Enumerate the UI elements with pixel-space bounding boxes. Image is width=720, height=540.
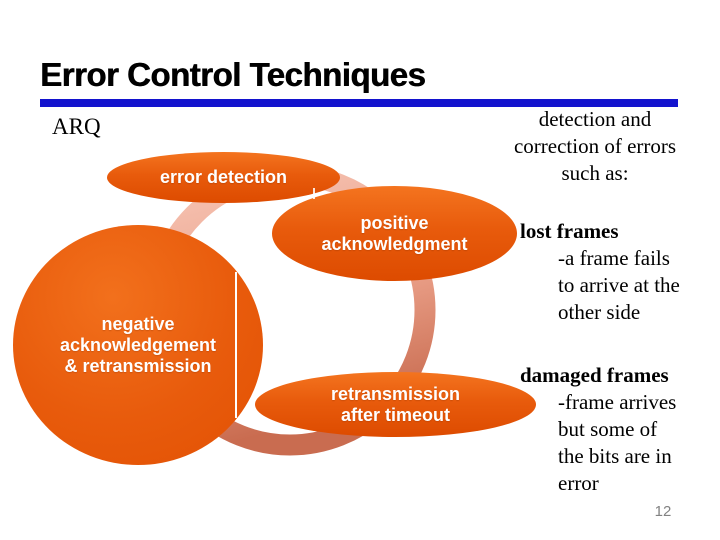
retransmission-timeout-ellipse: retransmission after timeout (255, 372, 536, 437)
negative-ack-label-line1: negative (101, 313, 175, 334)
error-detection-label: error detection (159, 167, 288, 187)
damaged-frames-line: error (558, 471, 599, 495)
negative-ack-label-line3: & retransmission (64, 355, 212, 376)
positive-ack-label-line1: positive (360, 212, 429, 233)
damaged-frames-line: -frame arrives (558, 390, 677, 414)
retransmission-label-line1: retransmission (330, 383, 461, 404)
intro-line: such as: (561, 161, 629, 185)
negative-acknowledgement-circle: negative acknowledgement & retransmissio… (13, 225, 263, 465)
arq-label: ARQ (52, 114, 101, 139)
lost-frames-heading: lost frames (520, 219, 619, 243)
slide-title: Error Control Techniques (40, 56, 426, 93)
intro-line: correction of errors (513, 134, 677, 158)
positive-ack-label-line2: acknowledgment (321, 233, 468, 254)
side-note-damaged-frames: damaged frames -frame arrives but some o… (520, 362, 720, 497)
lost-frames-line: -a frame fails (558, 246, 670, 270)
retransmission-label-line2: after timeout (340, 404, 450, 425)
lost-frames-line: other side (558, 300, 641, 324)
vertical-divider-line (235, 272, 237, 418)
error-detection-ellipse: error detection (107, 152, 340, 203)
negative-ack-label-line2: acknowledgement (59, 334, 217, 355)
title-underline-bar (40, 99, 678, 107)
side-note-intro: detection and correction of errors such … (470, 106, 720, 187)
side-note-lost-frames: lost frames -a frame fails to arrive at … (520, 218, 720, 326)
lost-frames-line: to arrive at the (558, 273, 680, 297)
damaged-frames-line: but some of (558, 417, 658, 441)
ring-notch-line (313, 188, 315, 199)
page-number: 12 (654, 503, 672, 520)
intro-line: detection and (538, 107, 652, 131)
positive-acknowledgment-ellipse: positive acknowledgment (272, 186, 517, 281)
damaged-frames-heading: damaged frames (520, 363, 669, 387)
damaged-frames-line: the bits are in (558, 444, 672, 468)
